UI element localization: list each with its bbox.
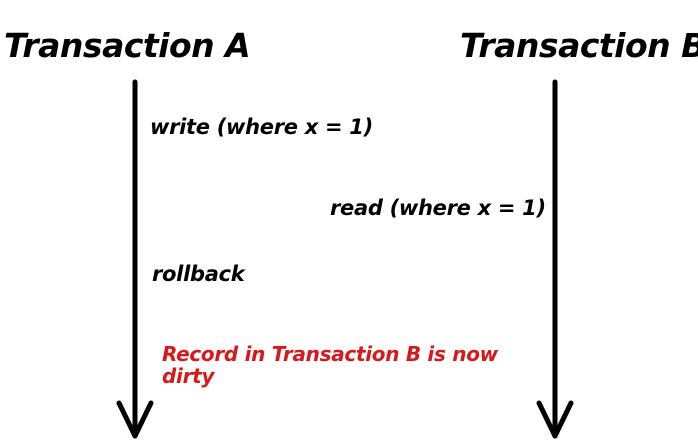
dirty-read-note-line-1: Record in Transaction B is now: [162, 342, 498, 366]
transaction-a-title: Transaction A: [4, 26, 251, 65]
dirty-read-note: Record in Transaction B is now dirty: [162, 343, 542, 387]
transaction-b-title: Transaction B: [460, 26, 698, 65]
step-write: write (where x = 1): [150, 115, 373, 139]
transaction-b-timeline-arrow: [536, 79, 574, 439]
dirty-read-note-line-2: dirty: [162, 364, 215, 388]
step-rollback: rollback: [152, 262, 245, 286]
step-read: read (where x = 1): [330, 196, 546, 220]
transaction-a-timeline-arrow: [116, 79, 154, 439]
